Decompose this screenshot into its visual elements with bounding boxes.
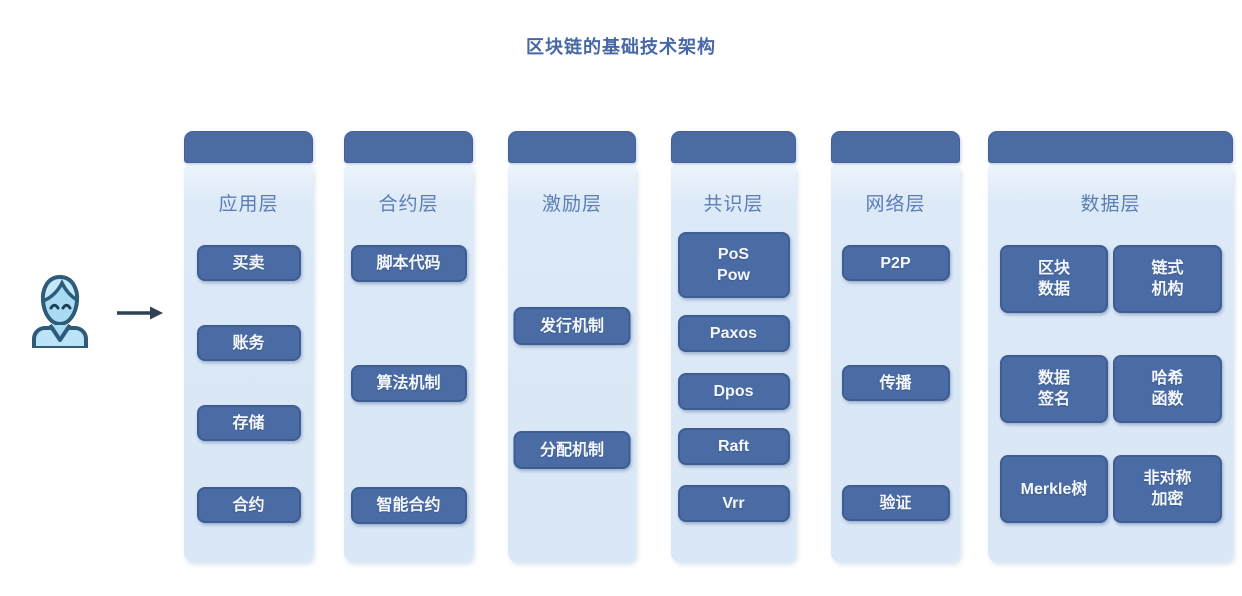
layer-item: 验证	[841, 485, 950, 521]
layer-item: 发行机制	[513, 307, 631, 345]
right-arrow-icon	[117, 306, 163, 320]
layer-item: Dpos	[677, 373, 790, 410]
layer-item: 链式 机构	[1113, 245, 1222, 313]
layer-item: 账务	[196, 325, 301, 361]
layer-item: 买卖	[196, 245, 301, 281]
data-layer-column: 数据层 区块 数据 链式 机构 数据 签名 哈希 函数 Merkle树 非对称 …	[988, 131, 1233, 562]
contract-layer-column: 合约层 脚本代码 算法机制 智能合约	[344, 131, 473, 562]
person-icon	[32, 274, 88, 348]
layer-title: 网络层	[865, 194, 926, 215]
layer-item: 非对称 加密	[1113, 455, 1222, 523]
incentive-layer-column: 激励层 发行机制 分配机制	[508, 131, 636, 562]
layer-item: 脚本代码	[350, 245, 467, 282]
consensus-layer-column: 共识层 PoS Pow Paxos Dpos Raft Vrr	[671, 131, 796, 562]
network-layer-column: 网络层 P2P 传播 验证	[831, 131, 960, 562]
layer-item: 分配机制	[513, 431, 631, 469]
layer-item: 区块 数据	[1000, 245, 1108, 313]
column-body-panel	[508, 166, 636, 562]
layer-item: 合约	[196, 487, 301, 523]
column-header-bar	[508, 131, 636, 163]
layer-title: 数据层	[1080, 194, 1141, 215]
layer-item: 算法机制	[350, 365, 467, 402]
column-header-bar	[184, 131, 313, 163]
layer-item: 存储	[196, 405, 301, 441]
layer-item: Raft	[677, 428, 790, 465]
layer-item: 传播	[841, 365, 950, 401]
layer-item: Paxos	[677, 315, 790, 352]
column-header-bar	[988, 131, 1233, 163]
layer-title: 共识层	[703, 194, 764, 215]
application-layer-column: 应用层 买卖 账务 存储 合约	[184, 131, 313, 562]
layer-item: P2P	[841, 245, 950, 281]
layer-item: 智能合约	[350, 487, 467, 524]
layer-item: PoS Pow	[677, 232, 790, 298]
column-header-bar	[344, 131, 473, 163]
layer-title: 激励层	[541, 194, 602, 215]
layer-item: 哈希 函数	[1113, 355, 1222, 423]
layer-title: 合约层	[378, 194, 439, 215]
diagram-title: 区块链的基础技术架构	[526, 37, 716, 57]
layer-item: 数据 签名	[1000, 355, 1108, 423]
layer-title: 应用层	[218, 194, 279, 215]
layer-item: Vrr	[677, 485, 790, 522]
layer-item: Merkle树	[1000, 455, 1108, 523]
column-header-bar	[671, 131, 796, 163]
column-header-bar	[831, 131, 960, 163]
